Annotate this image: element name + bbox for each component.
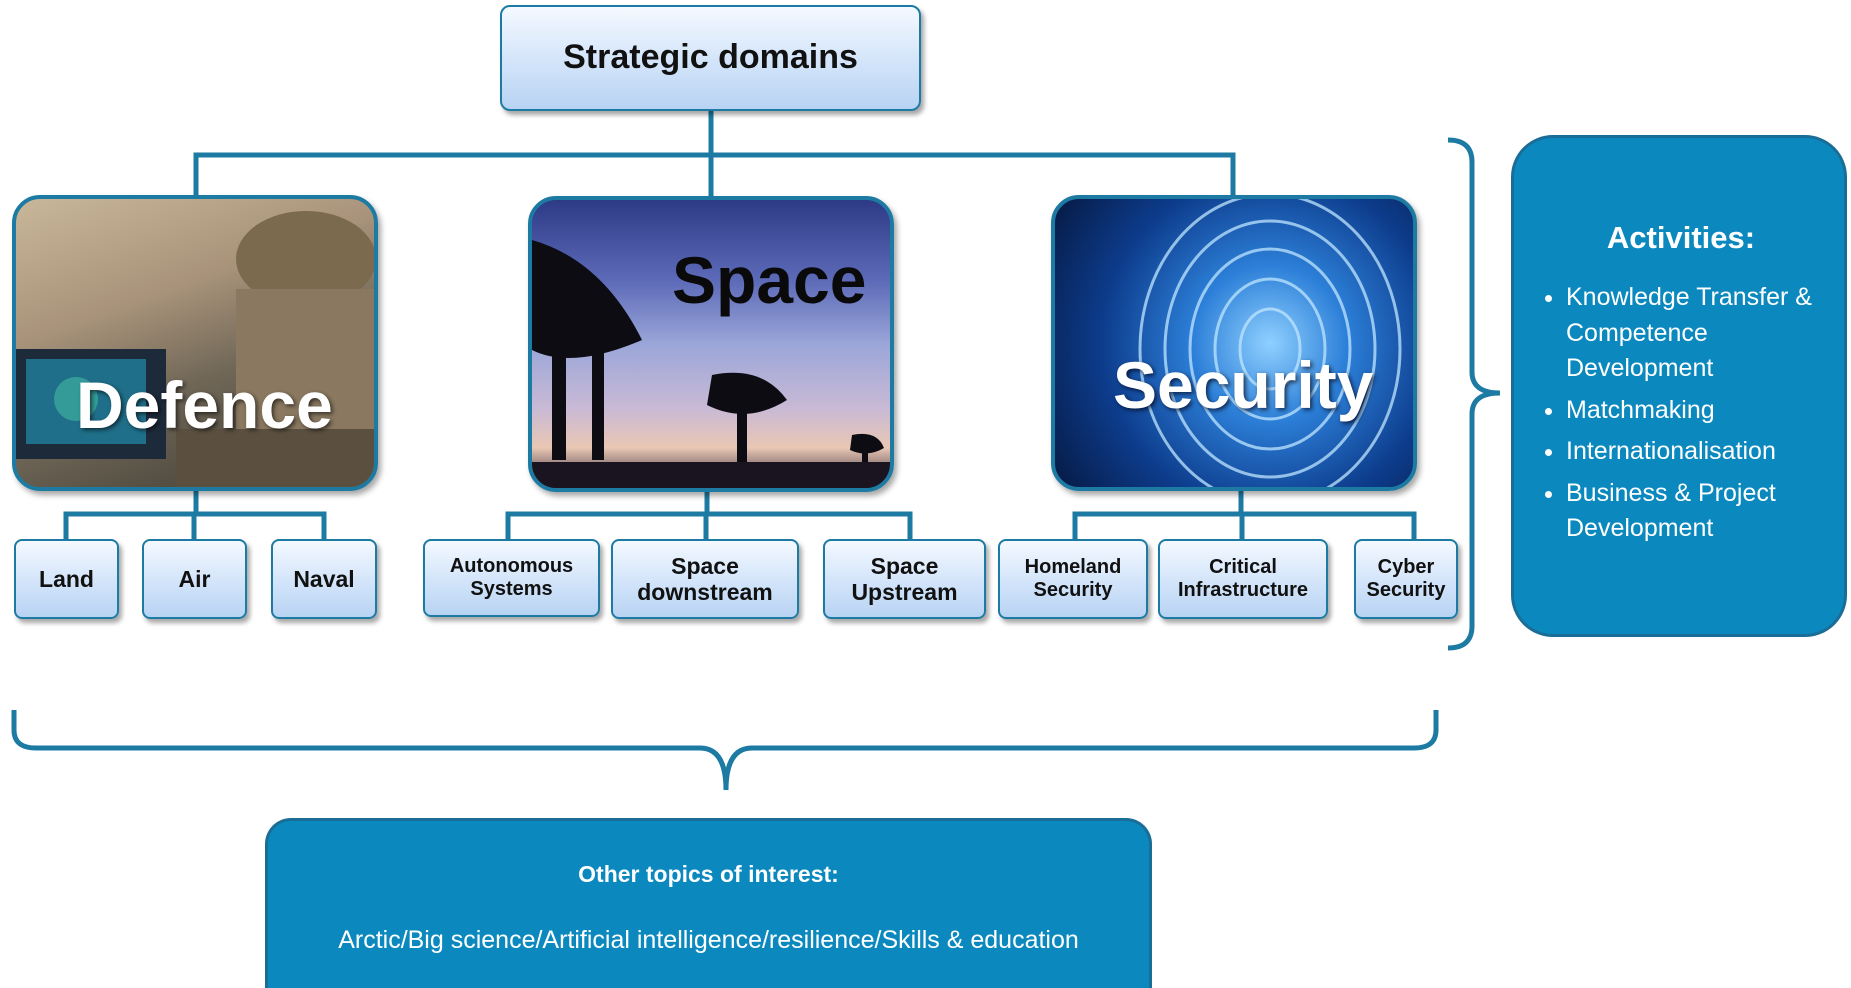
soldier-photo: [16, 211, 374, 487]
space-label: Space: [672, 243, 867, 317]
other-topics-body: Arctic/Big science/Artificial intelligen…: [338, 926, 1079, 954]
other-topics-title: Other topics of interest:: [578, 861, 839, 887]
sub-node-land: Land: [14, 539, 119, 619]
activities-item: Business & Project Development: [1566, 476, 1826, 547]
root-node: Strategic domains: [500, 5, 921, 111]
sub-label: Homeland Security: [1024, 556, 1122, 601]
activities-list: Knowledge Transfer & Competence Developm…: [1536, 280, 1826, 547]
space-domain-card: Space: [528, 196, 894, 492]
activities-item: Internationalisation: [1566, 434, 1826, 470]
digital-fingerprint-photo: [1138, 199, 1402, 487]
activities-item: Matchmaking: [1566, 393, 1826, 429]
sub-node-cyber-security: Cyber Security: [1354, 539, 1458, 619]
sub-label: Autonomous Systems: [449, 555, 574, 600]
sub-node-critical-infrastructure: Critical Infrastructure: [1158, 539, 1328, 619]
activities-item: Knowledge Transfer & Competence Developm…: [1566, 280, 1826, 387]
sub-label: Air: [178, 565, 211, 592]
radio-telescope-photo: [532, 240, 890, 488]
security-label: Security: [1113, 348, 1374, 422]
sub-label: Space downstream: [637, 552, 773, 605]
sub-node-autonomous-systems: Autonomous Systems: [423, 539, 600, 617]
activities-title: Activities:: [1606, 220, 1756, 255]
activities-panel: Activities: Knowledge Transfer & Compete…: [1511, 135, 1847, 637]
sub-node-naval: Naval: [271, 539, 377, 619]
sub-label: Space Upstream: [851, 552, 958, 605]
security-domain-card: Security: [1051, 195, 1417, 491]
sub-label: Critical Infrastructure: [1177, 556, 1309, 601]
sub-node-space-downstream: Space downstream: [611, 539, 799, 619]
sub-node-space-upstream: Space Upstream: [823, 539, 986, 619]
sub-node-air: Air: [142, 539, 247, 619]
other-topics-panel: Other topics of interest: Arctic/Big sci…: [265, 818, 1152, 988]
defence-domain-card: Defence: [12, 195, 378, 491]
sub-label: Cyber Security: [1366, 556, 1446, 601]
root-label: Strategic domains: [563, 38, 858, 77]
sub-label: Naval: [293, 565, 355, 592]
sub-label: Land: [39, 565, 94, 592]
sub-node-homeland-security: Homeland Security: [998, 539, 1148, 619]
defence-label: Defence: [76, 368, 333, 442]
